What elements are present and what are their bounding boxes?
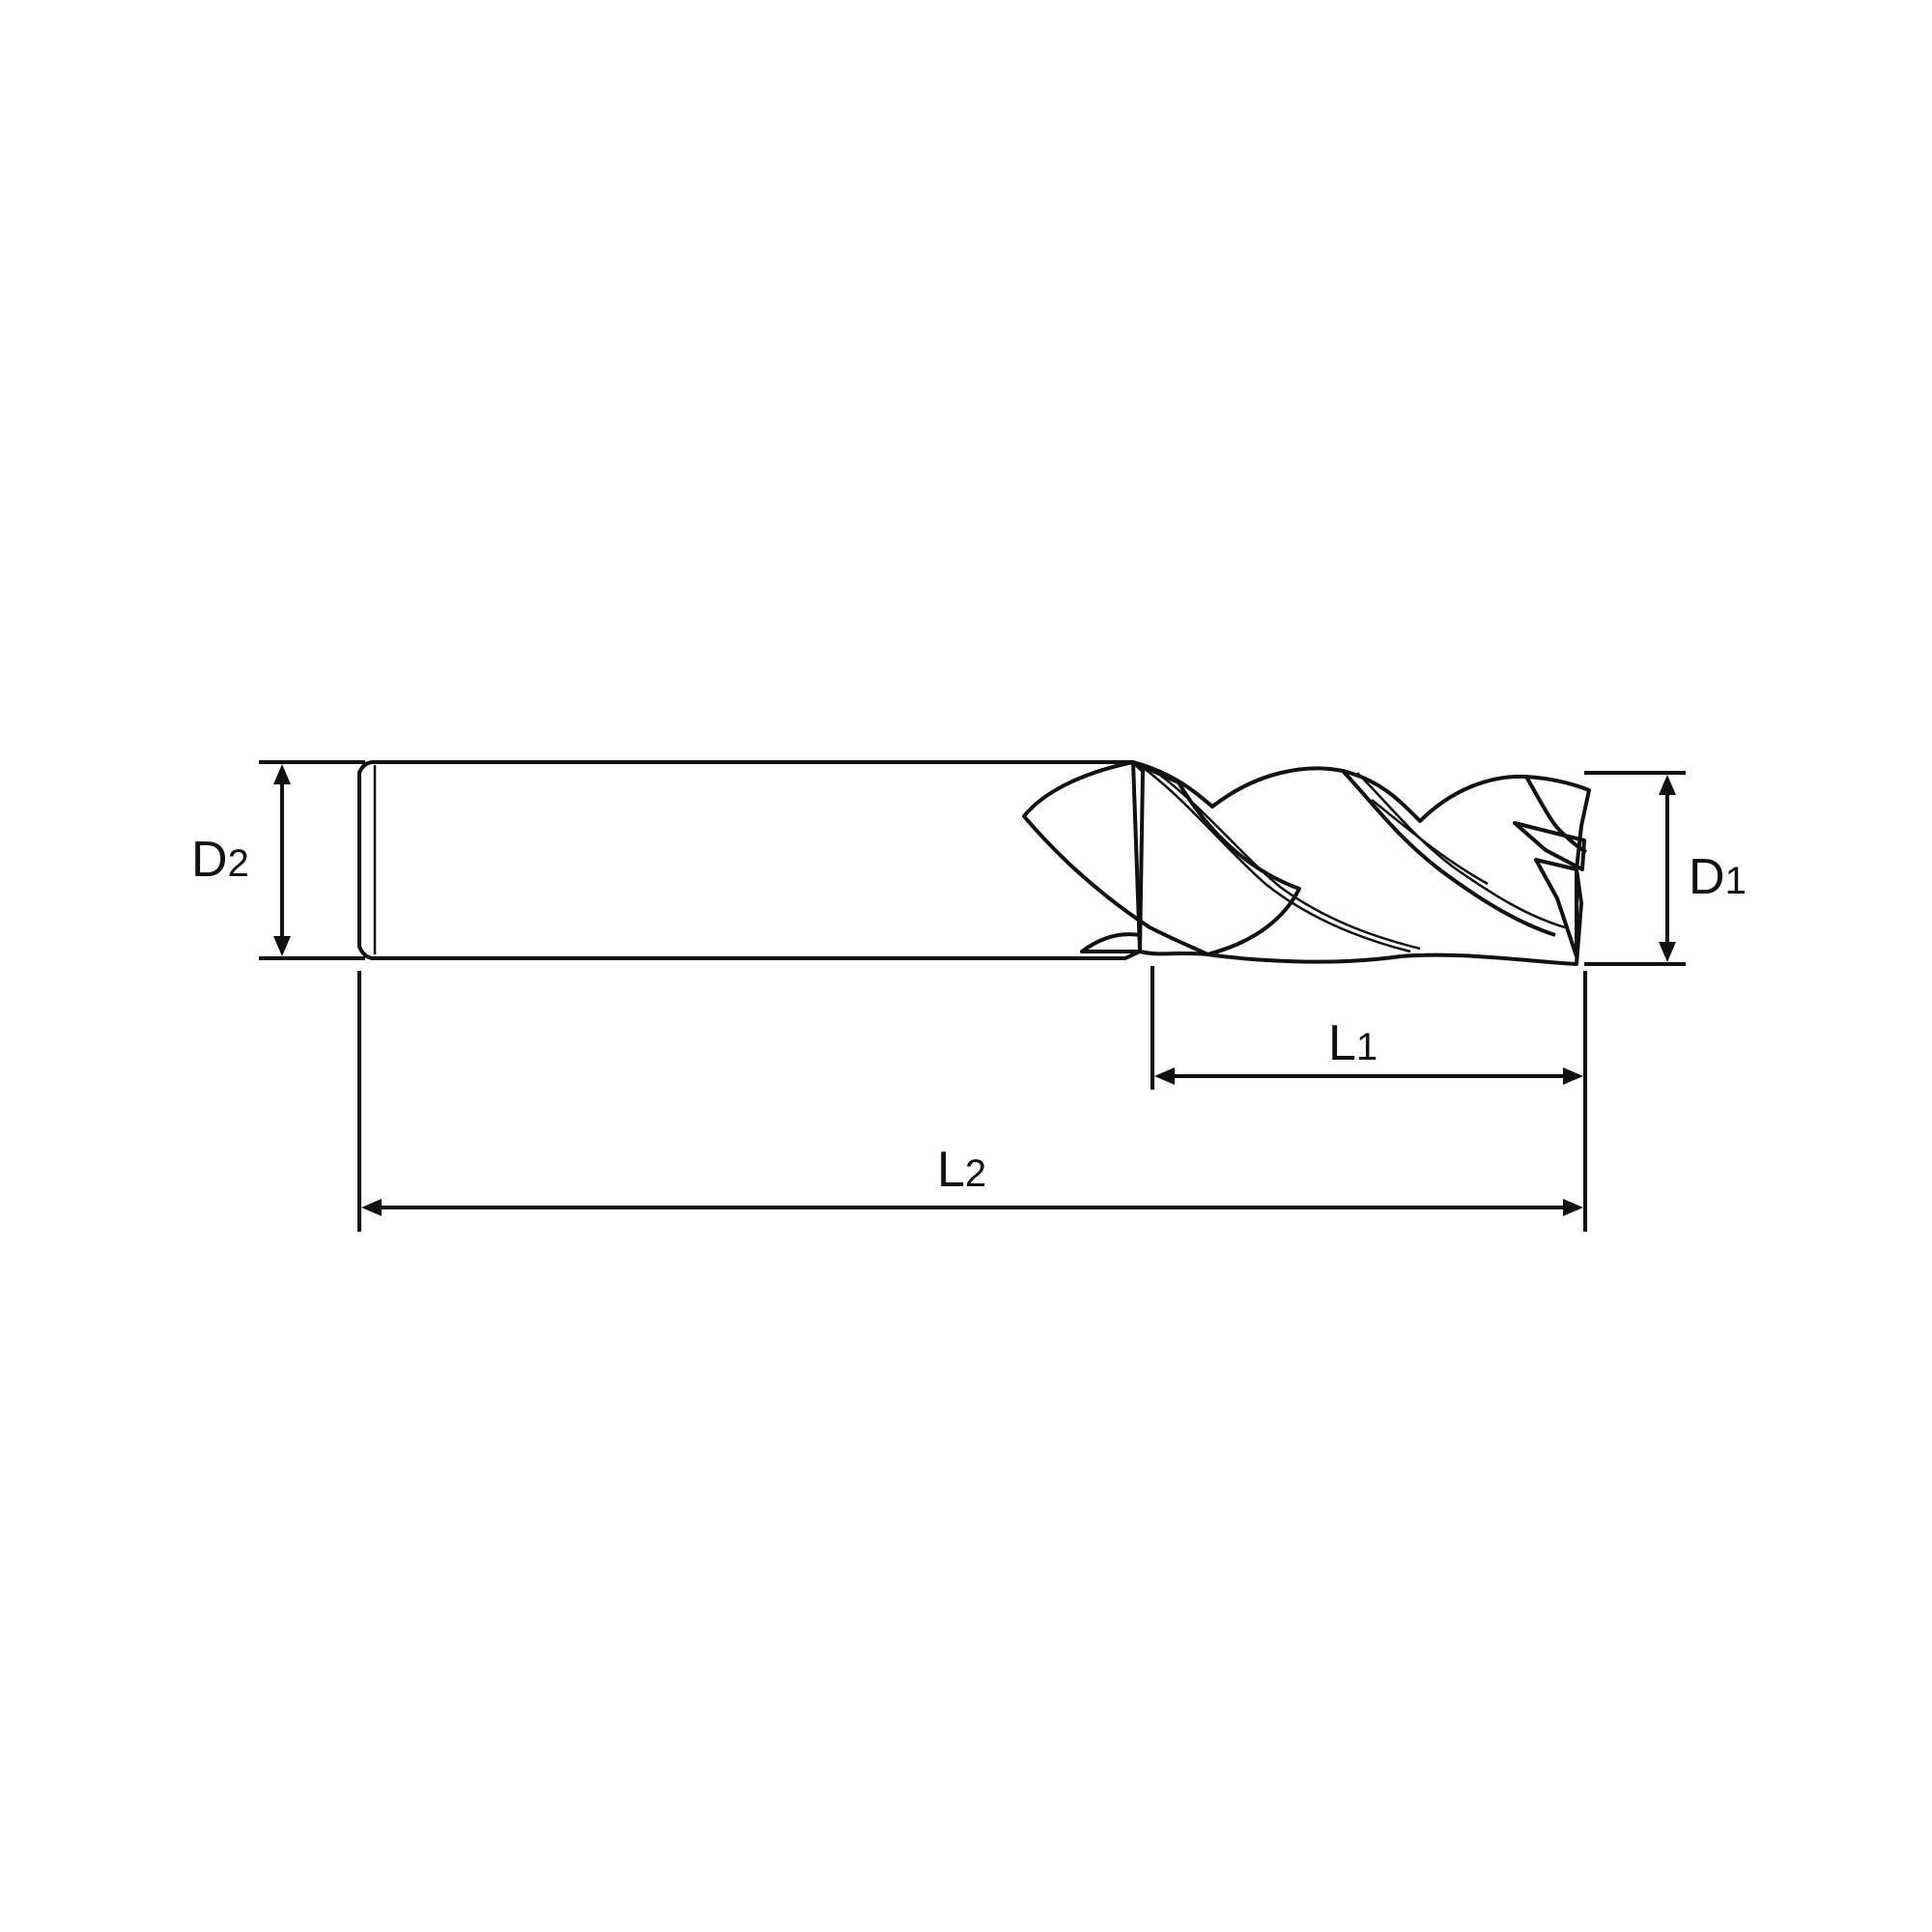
d2-arrow-bottom — [273, 936, 291, 956]
dimension-l2: L2 — [357, 971, 1583, 1232]
tip-cutting-edge — [1513, 821, 1586, 871]
l2-arrow-left — [361, 1199, 382, 1216]
shank-flute-notch — [1080, 932, 1142, 953]
d1-arrow-bottom — [1659, 942, 1676, 962]
flute-1-edge — [1144, 768, 1411, 953]
d2-arrow-top — [273, 764, 291, 784]
d2-label: D2 — [191, 832, 249, 888]
l1-arrow-right — [1563, 1067, 1583, 1085]
shank — [357, 760, 1145, 960]
flute-1 — [1022, 760, 1301, 956]
flute-body — [1131, 760, 1591, 966]
flute-3 — [1524, 776, 1588, 854]
dimension-d2: D2 — [191, 760, 365, 960]
flute-2 — [1341, 769, 1556, 937]
flute-1-edge-b — [1156, 771, 1421, 951]
d1-label: D1 — [1689, 849, 1747, 905]
flute-2-edge-b — [1371, 799, 1489, 886]
l2-label: L2 — [937, 1142, 986, 1198]
d1-arrow-top — [1659, 775, 1676, 795]
dimension-l1: L1 — [1151, 966, 1587, 1232]
l2-arrow-right — [1563, 1199, 1583, 1216]
end-mill-tool — [357, 760, 1591, 966]
l1-arrow-left — [1154, 1067, 1175, 1085]
l1-label: L1 — [1328, 1015, 1378, 1071]
tip-cutting-edge-2 — [1534, 858, 1578, 958]
dimension-d1: D1 — [1584, 771, 1747, 966]
flute-2-edge — [1356, 772, 1566, 929]
